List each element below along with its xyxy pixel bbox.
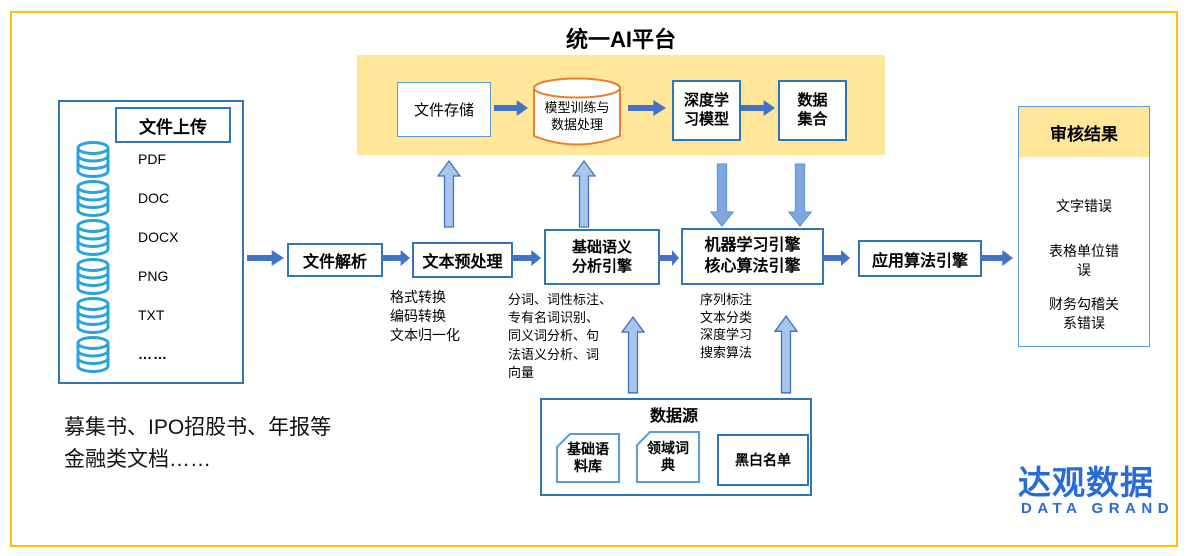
database-icon xyxy=(75,335,111,373)
file-type-label: DOCX xyxy=(138,229,179,245)
database-icon xyxy=(75,179,111,217)
result-item-table-unit-errors: 表格单位错误 xyxy=(1049,243,1119,278)
document-types-caption: 募集书、IPO招股书、年报等 金融类文档…… xyxy=(64,416,332,471)
node-text-preprocess-label: 文本预处理 xyxy=(422,254,503,271)
arrow-storage-to-training xyxy=(494,100,528,116)
cylinder-icon xyxy=(533,77,621,146)
node-applied-engine-label: 应用算法引擎 xyxy=(871,252,968,270)
folded-note-shape xyxy=(636,431,700,483)
datasource-item-dictionary: 领域词 典 xyxy=(636,431,700,483)
arrow-upload-to-parse xyxy=(247,250,284,266)
arrow-datasource-up-to-ml xyxy=(774,315,798,394)
arrow-preprocess-to-semantic xyxy=(512,250,541,266)
file-type-label: …… xyxy=(138,346,168,362)
arrow-dl-to-collection xyxy=(741,100,775,116)
file-type-label: TXT xyxy=(138,307,165,323)
arrow-semantic-to-ml xyxy=(658,250,679,266)
note-ml: 序列标注 文本分类 深度学习 搜索算法 xyxy=(700,292,753,360)
results-panel: 审核结果 文字错误 表格单位错误 财务勾稽关系错误 xyxy=(1018,106,1150,347)
node-file-storage-label: 文件存储 xyxy=(413,102,474,119)
file-type-label: PDF xyxy=(138,151,166,167)
result-item-text-errors: 文字错误 xyxy=(1056,198,1112,214)
node-data-collection-label: 数据 集合 xyxy=(797,91,828,128)
node-model-training-cylinder: 模型训练与 数据处理 xyxy=(531,77,623,148)
arrow-semantic-up-to-training xyxy=(572,160,596,228)
datagrand-logo-cn: 达观数据 xyxy=(1018,464,1154,501)
arrow-applied-to-results xyxy=(981,250,1013,266)
database-icon xyxy=(75,296,111,334)
folded-note-shape xyxy=(556,433,620,483)
database-icon xyxy=(75,257,111,295)
datasource-item-blackwhitelist-label: 黑白名单 xyxy=(735,452,791,468)
database-icon xyxy=(75,140,111,178)
arrow-datasource-up-to-semantic xyxy=(621,316,645,394)
node-semantic-engine-label: 基础语义 分析引擎 xyxy=(571,238,632,276)
arrow-collection-down-to-ml xyxy=(788,163,812,227)
arrow-preprocess-up-to-storage xyxy=(437,160,461,228)
node-deep-learning-model: 深度学 习模型 xyxy=(672,80,741,141)
node-text-preprocess: 文本预处理 xyxy=(412,242,513,278)
node-applied-engine: 应用算法引擎 xyxy=(858,240,982,277)
node-model-training-label: 模型训练与 数据处理 xyxy=(544,100,610,132)
arrow-training-to-dl xyxy=(628,100,666,116)
node-data-collection: 数据 集合 xyxy=(778,80,847,141)
database-icon xyxy=(75,218,111,256)
datasource-item-corpus: 基础语 料库 xyxy=(556,433,620,483)
node-file-parsing-label: 文件解析 xyxy=(302,254,367,271)
arrow-parse-to-preprocess xyxy=(382,250,410,266)
slide-border xyxy=(10,11,1178,547)
datasource-item-corpus-label: 基础语 料库 xyxy=(567,440,609,475)
node-ml-engine-label: 机器学习引擎 核心算法引擎 xyxy=(704,236,801,275)
results-title: 审核结果 xyxy=(1019,107,1149,157)
page-title: 统一AI平台 xyxy=(565,27,676,52)
datagrand-logo-en: DATA GRAND xyxy=(1021,500,1175,517)
arrow-dl-down-to-ml xyxy=(710,163,734,227)
file-type-label: PNG xyxy=(138,268,169,284)
node-file-parsing: 文件解析 xyxy=(287,243,383,277)
datasource-item-dictionary-label: 领域词 典 xyxy=(647,439,689,474)
arrow-ml-to-applied xyxy=(823,250,850,266)
datasource-title: 数据源 xyxy=(649,408,698,425)
upload-panel xyxy=(58,100,244,384)
upload-panel-title: 文件上传 xyxy=(115,107,231,143)
note-preprocess: 格式转换 编码转换 文本归一化 xyxy=(390,289,460,343)
note-semantic: 分词、词性标注、 专有名词识别、 同义词分析、句 法语义分析、词 向量 xyxy=(508,292,613,380)
node-semantic-engine: 基础语义 分析引擎 xyxy=(544,229,660,285)
node-file-storage: 文件存储 xyxy=(397,82,491,137)
file-type-label: DOC xyxy=(138,190,170,206)
node-deep-learning-label: 深度学 习模型 xyxy=(683,91,729,128)
node-ml-engine: 机器学习引擎 核心算法引擎 xyxy=(681,228,824,285)
datasource-item-blackwhitelist: 黑白名单 xyxy=(717,434,809,486)
result-item-financial-errors: 财务勾稽关系错误 xyxy=(1049,296,1119,331)
